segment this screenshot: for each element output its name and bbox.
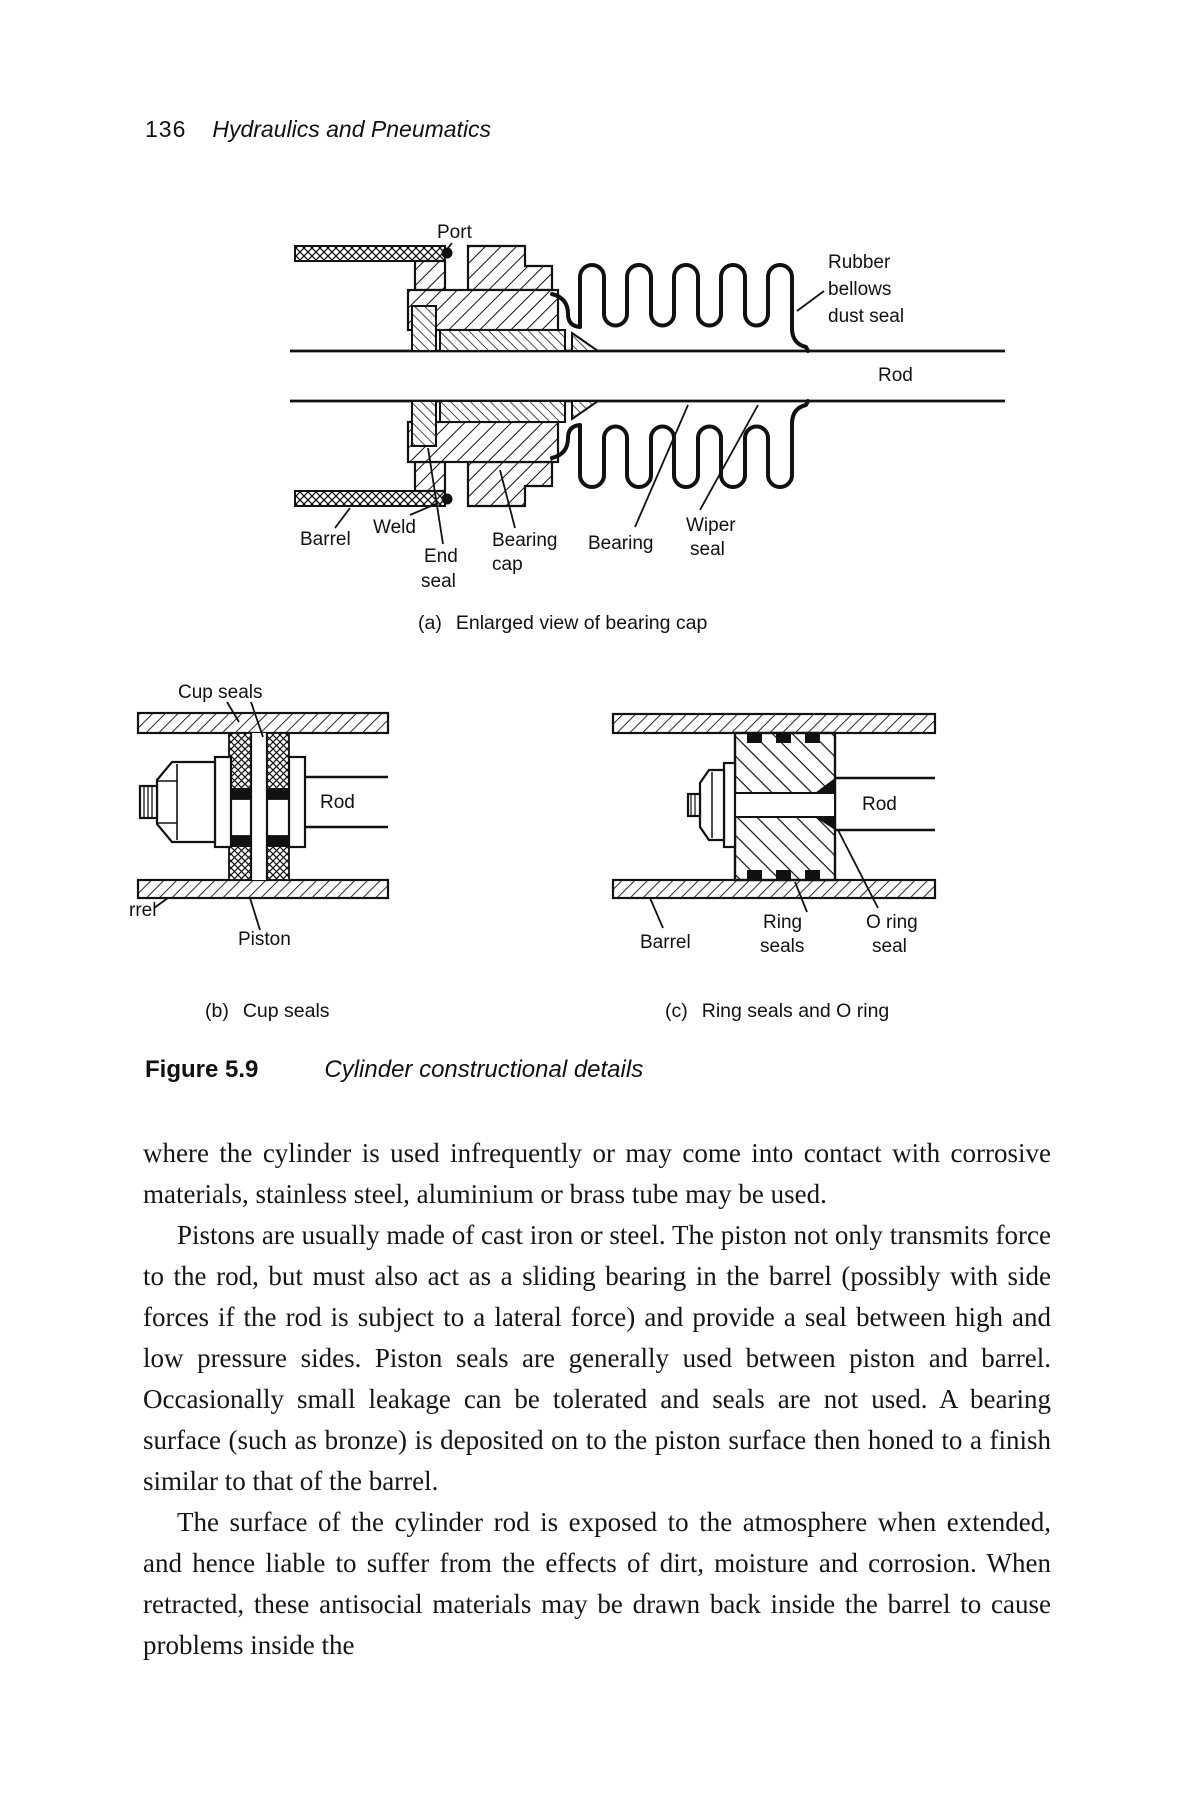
label-weld: Weld — [373, 517, 416, 538]
caption-a-marker: (a) — [418, 612, 442, 634]
label-end-seal-line1: End — [424, 546, 458, 567]
o-ring-seal — [815, 778, 835, 830]
page-number: 136 — [145, 116, 187, 142]
leader-lines — [153, 701, 264, 931]
caption-c-text: Ring seals and O ring — [701, 1000, 890, 1022]
caption-a: (a) Enlarged view of bearing cap — [418, 612, 707, 635]
end-seal — [411, 305, 437, 447]
caption-b-marker: (b) — [205, 1000, 229, 1022]
body-text: where the cylinder is used infrequently … — [143, 1133, 1051, 1666]
wiper-seal — [571, 331, 602, 421]
diagram-c-ring-seals: Rod Barrel Ring seals O ring seal — [611, 712, 937, 957]
piston-nut — [155, 760, 217, 844]
leader-lines — [649, 829, 879, 929]
label-piston: Piston — [238, 929, 291, 950]
label-cup-seals: Cup seals — [178, 682, 263, 703]
figure-number: Figure 5.9 — [145, 1056, 259, 1083]
label-barrel: Barrel — [640, 932, 691, 953]
label-rubber-bellows-line2: bellows — [828, 279, 891, 300]
piston — [733, 731, 837, 882]
body-paragraph-3: The surface of the cylinder rod is expos… — [143, 1507, 1051, 1660]
label-rubber-bellows-line3: dust seal — [828, 306, 904, 327]
cup-seal — [228, 732, 290, 881]
label-o-ring-line1: O ring — [866, 912, 918, 933]
label-wiper-seal-line2: seal — [690, 539, 725, 560]
page-header: 136 Hydraulics and Pneumatics — [145, 116, 491, 143]
label-bearing: Bearing — [588, 533, 654, 554]
rod — [305, 775, 388, 829]
label-end-seal-line2: seal — [421, 571, 456, 592]
threaded-stub — [138, 784, 159, 820]
label-bearing-cap-line2: cap — [492, 554, 523, 575]
bearing — [439, 329, 566, 423]
piston-plate — [722, 761, 737, 849]
diagram-b-cup-seals: Cup seals Rod rrel Piston — [129, 682, 390, 950]
caption-b-text: Cup seals — [242, 1000, 330, 1022]
bearing-cap-body — [406, 244, 560, 508]
label-rod: Rod — [862, 794, 897, 815]
ring-seal — [747, 733, 820, 880]
rod — [290, 349, 1005, 403]
bellows-dust-seal — [550, 263, 810, 489]
barrel-tube — [294, 245, 453, 507]
piston-plate — [213, 755, 307, 849]
figure-caption: Figure 5.9 Cylinder constructional detail… — [145, 1056, 643, 1084]
body-paragraph-2: Pistons are usually made of cast iron or… — [143, 1220, 1051, 1496]
label-rubber-bellows-line1: Rubber — [828, 252, 891, 273]
label-barrel: Barrel — [300, 529, 351, 550]
body-paragraph-1: where the cylinder is used infrequently … — [143, 1138, 1051, 1209]
piston-stem — [249, 733, 269, 880]
leader-lines — [334, 242, 825, 545]
label-ring-seals-line2: seals — [760, 936, 804, 957]
piston-nut — [698, 768, 726, 842]
label-o-ring-line2: seal — [872, 936, 907, 957]
diagram-a-bearing-cap: Port Rubber bellows dust seal Rod Barrel… — [290, 222, 1005, 592]
weld-bead-bottom — [441, 493, 453, 505]
label-barrel-cropped: rrel — [129, 900, 156, 921]
label-rod: Rod — [878, 365, 913, 386]
label-ring-seals-line1: Ring — [763, 912, 802, 933]
book-title: Hydraulics and Pneumatics — [212, 116, 492, 142]
label-wiper-seal-line1: Wiper — [686, 515, 736, 536]
caption-b: (b) Cup seals — [205, 1000, 330, 1023]
label-port: Port — [437, 222, 473, 243]
threaded-stub — [686, 792, 702, 818]
label-bearing-cap-line1: Bearing — [492, 530, 558, 551]
rod — [835, 776, 935, 832]
caption-c-marker: (c) — [665, 1000, 688, 1022]
caption-c: (c) Ring seals and O ring — [665, 1000, 889, 1023]
piston-bolt-shaft — [734, 792, 836, 818]
caption-a-text: Enlarged view of bearing cap — [455, 612, 708, 634]
label-rod: Rod — [320, 792, 355, 813]
weld-bead-top — [441, 247, 453, 259]
figure-title: Cylinder constructional details — [324, 1056, 644, 1083]
